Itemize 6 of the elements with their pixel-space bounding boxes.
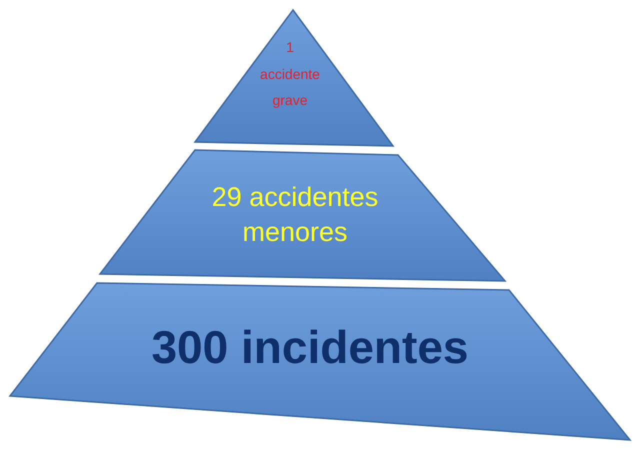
pyramid-level bbox=[10, 283, 630, 440]
level-label: 29 accidentes menores bbox=[210, 181, 380, 250]
level-label: 300 incidentes bbox=[150, 322, 470, 373]
level-label: 1 accidente grave bbox=[259, 38, 321, 110]
pyramid-level bbox=[195, 10, 393, 146]
pyramid-level bbox=[100, 150, 505, 281]
